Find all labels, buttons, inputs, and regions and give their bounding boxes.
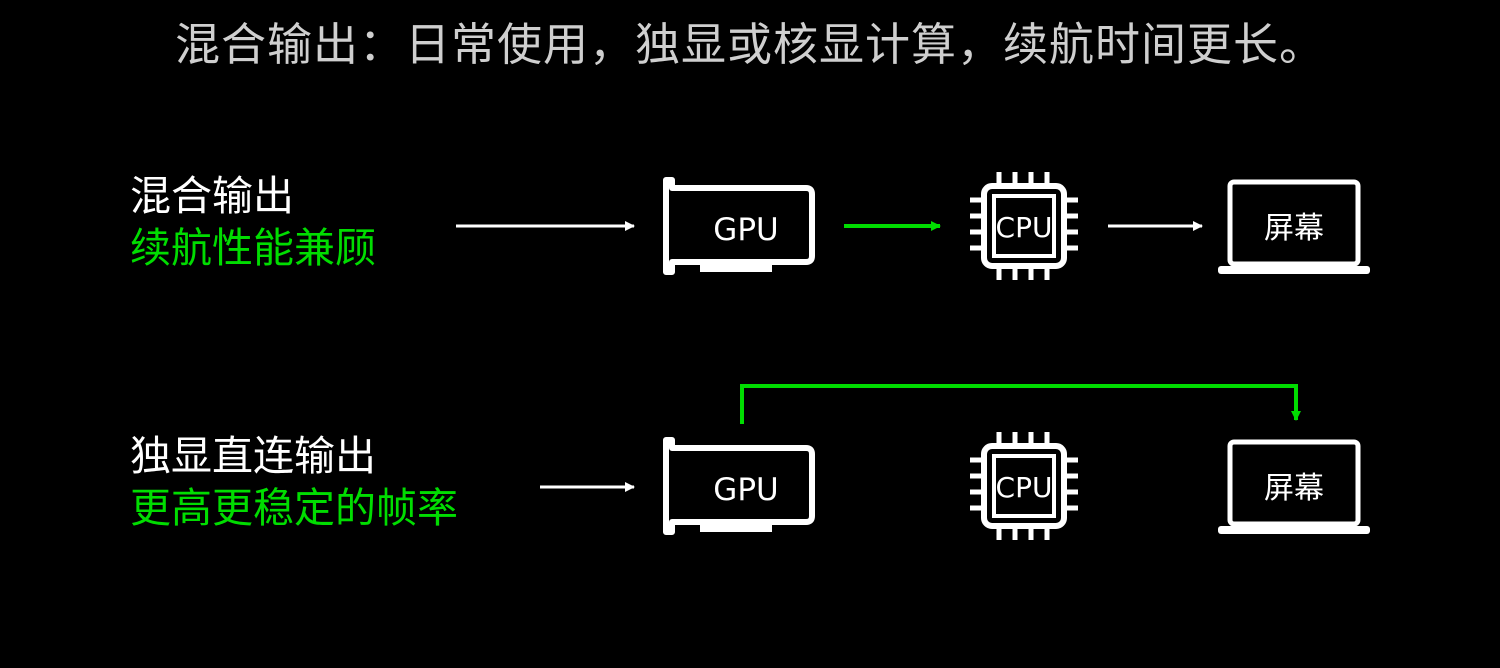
gpu-card-icon: GPU: [663, 177, 815, 275]
laptop-screen-icon: 屏幕: [1218, 179, 1370, 274]
cpu-label-2: CPU: [996, 471, 1053, 504]
mode-hybrid-subtitle: 续航性能兼顾: [130, 224, 376, 272]
gpu-label-1: GPU: [713, 212, 778, 248]
mode-direct-title: 独显直连输出: [130, 432, 376, 480]
mode-direct-subtitle: 更高更稳定的帧率: [130, 484, 458, 532]
screen-label-1: 屏幕: [1264, 211, 1324, 246]
screen-label-2: 屏幕: [1264, 471, 1324, 506]
cpu-chip-icon: CPU: [970, 432, 1078, 540]
headline: 混合输出：日常使用，独显或核显计算，续航时间更长。: [174, 18, 1325, 71]
mode-hybrid-label: 混合输出 续航性能兼顾: [130, 170, 376, 274]
mode-hybrid-title: 混合输出: [130, 172, 294, 220]
cpu-label-1: CPU: [996, 211, 1053, 244]
laptop-screen-icon: 屏幕: [1218, 439, 1370, 534]
cpu-chip-icon: CPU: [970, 172, 1078, 280]
arrow-gpu-to-screen-direct: [740, 384, 1301, 424]
mode-direct-label: 独显直连输出 更高更稳定的帧率: [130, 430, 458, 534]
gpu-card-icon: GPU: [663, 437, 815, 535]
gpu-label-2: GPU: [713, 472, 778, 508]
